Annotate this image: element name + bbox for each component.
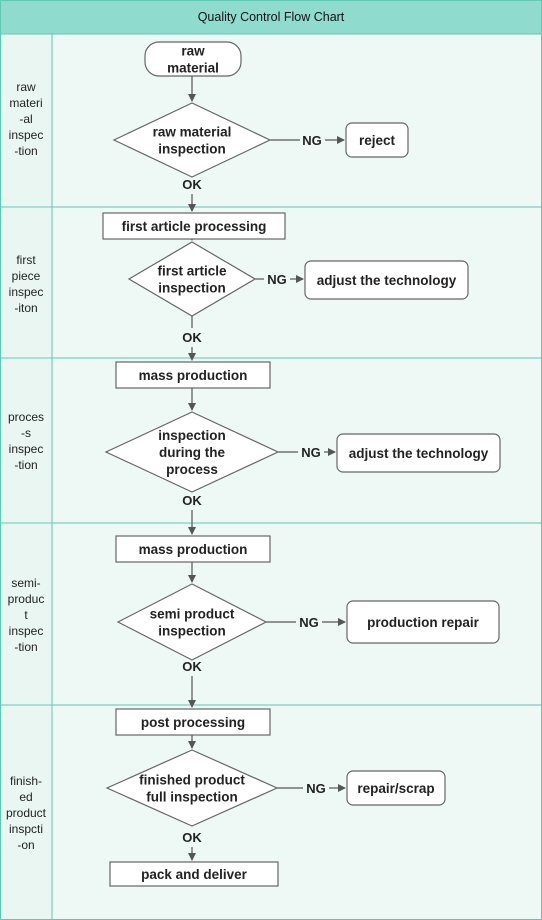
production-repair-box [346,600,500,644]
decision-finished-product-inspection [105,749,279,827]
ng-label: NG [306,781,326,796]
process-post-processing [115,708,271,736]
start-node-raw-material-label: raw material [167,44,219,76]
lane-label-line: -tion [14,458,37,472]
decision-semi-product-inspection-label: semi product inspection [150,607,235,639]
end-node-pack-and-deliver [109,861,279,887]
lane-label-line: -al [19,112,32,126]
lane-label-line: inspec [9,624,44,638]
production-repair-box-label: production repair [367,615,480,630]
process-first-article-processing [102,212,286,240]
lane-label-line: -iton [14,301,37,315]
lane-label: proces -s inspec -tion [8,410,44,472]
decision-finished-product-inspection-label: finished product full inspection [139,773,245,805]
process-mass-production-1-label-line: mass production [139,368,248,383]
lane-label-line: product [6,806,47,820]
adjust-technology-box-1 [304,260,469,300]
decision-inspection-during-process-label-line: inspection [158,428,226,443]
adjust-technology-box-2-label-line: adjust the technology [349,446,489,461]
lane-label-line: raw [16,80,36,94]
process-first-article-processing-label: first article processing [122,219,267,234]
lane-label-line: -s [21,426,31,440]
ok-label: OK [182,177,202,192]
reject-box-label: reject [359,133,396,148]
ok-label: OK [182,493,202,508]
decision-semi-product-inspection [116,583,268,661]
start-node-raw-material-label-line: raw [181,44,205,59]
adjust-technology-box-1-label: adjust the technology [317,273,457,288]
decision-raw-material-inspection-label-line: inspection [158,142,226,157]
lane-label-line: first [16,253,36,267]
lane-label-line: ed [19,790,32,804]
decision-first-article-inspection-label: first article inspection [157,264,227,296]
adjust-technology-box-1-label-line: adjust the technology [317,273,457,288]
lane-label-line: proces [8,410,44,424]
decision-raw-material-inspection-label-line: raw material [153,125,232,140]
lane-label-line: inspcti [9,822,43,836]
process-first-article-processing-label-line: first article processing [122,219,267,234]
lane-label: finish-ed product inspcti -on [6,774,47,852]
start-node-raw-material-label-line: material [167,61,219,76]
repair-scrap-box-label-line: repair/scrap [357,781,434,796]
ng-label: NG [299,615,319,630]
repair-scrap-box-label: repair/scrap [357,781,434,796]
decision-inspection-during-process-label-line: during the [159,445,225,460]
title-bar [0,0,542,34]
production-repair-box-label-line: production repair [367,615,480,630]
decision-raw-material-inspection [112,102,272,178]
lane-label-line: produc [8,592,45,606]
lane-label-line: inspec [9,128,44,142]
process-mass-production-2-label-line: mass production [139,542,248,557]
lane-label-line: inspec [9,442,44,456]
process-post-processing-label: post processing [141,715,245,730]
decision-inspection-during-process [104,411,280,493]
ok-label: OK [182,830,202,845]
lane-label-line: -tion [14,144,37,158]
adjust-technology-box-2-label: adjust the technology [349,446,489,461]
chart-title: Quality Control Flow Chart [198,10,345,24]
decision-semi-product-inspection-label-line: inspection [158,624,226,639]
process-mass-production-1 [115,361,271,389]
ng-label: NG [302,133,322,148]
decision-first-article-inspection [127,241,257,317]
lane-label: raw materi -al inspec -tion [9,80,44,158]
decision-first-article-inspection-label-line: first article [157,264,227,279]
lane-label-line: inspec [9,285,44,299]
decision-finished-product-inspection-label-line: finished product [139,773,245,788]
reject-box [345,122,409,158]
ng-label: NG [301,445,321,460]
lane-label: first piece inspec -iton [9,253,44,315]
lane-label-line: -on [17,838,34,852]
decision-inspection-during-process-label: inspection during the process [158,428,226,477]
decision-finished-product-inspection-label-line: full inspection [146,790,238,805]
process-mass-production-2-label: mass production [139,542,248,557]
lane-label-line: finish- [10,774,42,788]
ok-label: OK [182,659,202,674]
end-node-pack-and-deliver-label: pack and deliver [141,867,248,882]
ok-label: OK [182,330,202,345]
reject-box-label-line: reject [359,133,396,148]
lane-label-line: -tion [14,640,37,654]
lane-label-line: piece [12,269,41,283]
adjust-technology-box-2 [336,433,501,473]
lane-label-line: t [24,608,28,622]
decision-raw-material-inspection-label: raw material inspection [153,125,232,157]
lane-label: semi-produc t inspec -tion [8,576,45,654]
decision-inspection-during-process-label-line: process [166,462,218,477]
process-mass-production-1-label: mass production [139,368,248,383]
decision-first-article-inspection-label-line: inspection [158,281,226,296]
decision-semi-product-inspection-label-line: semi product [150,607,235,622]
start-node-raw-material [144,41,242,77]
lane-label-column [0,34,52,920]
lane-label-line: semi- [11,576,40,590]
process-mass-production-2 [115,535,271,563]
lane-label-line: materi [9,96,42,110]
ng-label: NG [267,272,287,287]
process-post-processing-label-line: post processing [141,715,245,730]
repair-scrap-box [346,770,446,806]
end-node-pack-and-deliver-label-line: pack and deliver [141,867,248,882]
